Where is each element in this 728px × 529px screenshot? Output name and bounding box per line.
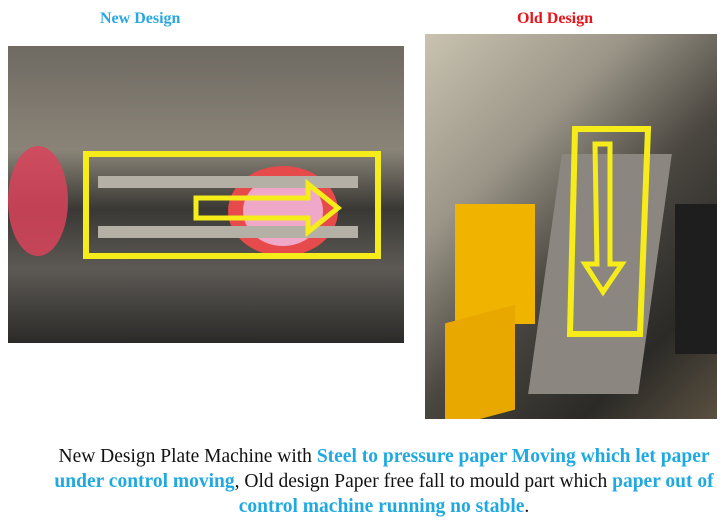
caption-text: , Old design Paper free fall to mould pa… [234, 471, 613, 492]
caption-text: . [524, 496, 530, 517]
caption-highlight: paper out of control machine running no … [238, 471, 714, 517]
new-design-title: New Design [100, 10, 181, 27]
old-design-photo [425, 34, 717, 419]
old-design-title: Old Design [517, 10, 594, 27]
caption-highlight: Steel to pressure paper Moving which let… [54, 446, 710, 492]
caption-text: New Design Plate Machine with [58, 446, 317, 467]
highlight-box-arrow [566, 126, 652, 337]
new-design-photo [8, 46, 404, 343]
highlight-box-arrow [83, 151, 381, 259]
caption: New Design Plate Machine with Steel to p… [40, 444, 728, 519]
